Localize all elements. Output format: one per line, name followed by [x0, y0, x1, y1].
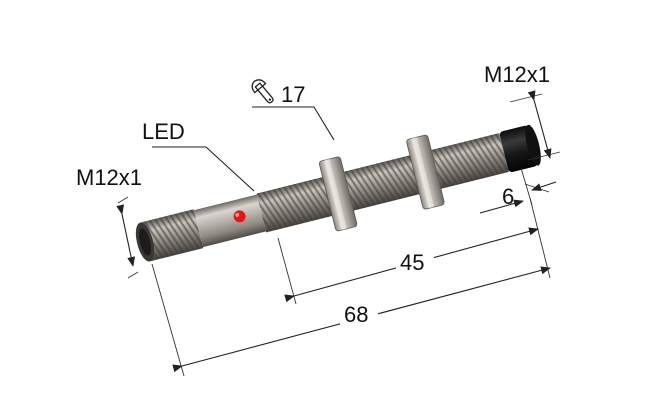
dim-6: 6 — [479, 167, 557, 214]
led-highlight — [235, 212, 240, 217]
dim-68: 68 — [151, 263, 551, 377]
label-wrench-size: 17 — [281, 82, 305, 107]
label-thread-right: M12x1 — [484, 62, 550, 87]
dim-6-arrow-right — [531, 181, 557, 191]
dim-right-thread: M12x1 — [484, 62, 561, 161]
dim-6-arrow-left — [479, 199, 524, 214]
dim-right-line — [527, 90, 552, 159]
label-thread-left: M12x1 — [76, 165, 142, 190]
dim-left-line — [116, 204, 136, 267]
dim-45-ext-left — [277, 237, 297, 305]
label-dim-68: 68 — [344, 302, 368, 327]
wrench-callout: 17 — [251, 79, 335, 141]
wrench-leader-line — [252, 106, 335, 141]
dim-68-ext-left — [151, 263, 185, 377]
label-dim-45: 45 — [400, 250, 424, 275]
smooth-body-section — [193, 194, 267, 248]
led-callout: LED — [142, 119, 255, 192]
wrench-icon — [251, 79, 274, 104]
label-led: LED — [142, 119, 185, 144]
dim-right-ext-top — [509, 93, 543, 103]
nut-2-highlight — [411, 137, 435, 209]
dim-45-ext-right — [529, 197, 551, 279]
main-thread-texture — [256, 133, 509, 233]
left-connector-socket — [139, 228, 151, 256]
label-dim-6: 6 — [502, 184, 514, 209]
sensor-body — [135, 124, 541, 262]
nut-1-highlight — [324, 158, 347, 230]
dim-left-ext-bottom — [127, 271, 139, 279]
dim-left-ext-top — [117, 196, 129, 204]
left-connector-thread-texture — [140, 209, 204, 262]
dim-left-thread: M12x1 — [76, 165, 142, 279]
dim-68-label-bg — [340, 300, 378, 328]
led-leader-line — [152, 146, 255, 192]
